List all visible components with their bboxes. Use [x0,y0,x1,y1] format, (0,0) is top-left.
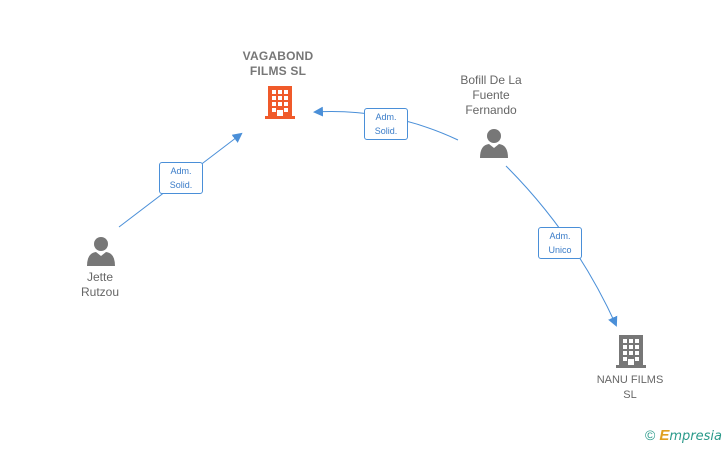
edge-label-line: Solid. [374,126,398,136]
brand-logo-initial: E [659,427,670,444]
edge-label-line: Adm. [170,166,192,176]
building-icon [616,335,646,368]
company-name-nanu[interactable]: NANU FILMS SL [580,373,680,403]
building-icon [265,86,295,119]
company-name-vagabond[interactable]: VAGABOND FILMS SL [228,49,328,79]
brand-logo-text: mpresia [669,429,722,444]
edge-label-bofill-vagabond: Adm. Solid. [364,108,408,140]
person-name-line: Fuente [472,88,510,102]
person-name-line: Jette [86,270,113,284]
person-icon [87,237,115,266]
person-name-line: Bofill De La [460,73,522,87]
edge-label-line: Unico [548,245,572,255]
edge-label-bofill-nanu: Adm. Unico [538,227,582,259]
brand-footer: ©Empresia [645,427,722,444]
person-icon [480,129,508,158]
company-name-line: NANU FILMS [596,374,664,386]
edge-label-line: Adm. [375,112,397,122]
person-name-line: Fernando [465,103,517,117]
person-name-jette[interactable]: Jette Rutzou [60,270,140,300]
company-name-line: SL [623,389,637,401]
person-name-bofill[interactable]: Bofill De La Fuente Fernando [441,73,541,118]
edge-label-line: Adm. [549,231,571,241]
company-name-line: FILMS SL [249,64,307,78]
company-name-line: VAGABOND [242,49,314,63]
copyright-symbol: © [645,427,656,443]
person-name-line: Rutzou [80,285,120,299]
edge-label-jette-vagabond: Adm. Solid. [159,162,203,194]
edge-label-line: Solid. [169,180,193,190]
